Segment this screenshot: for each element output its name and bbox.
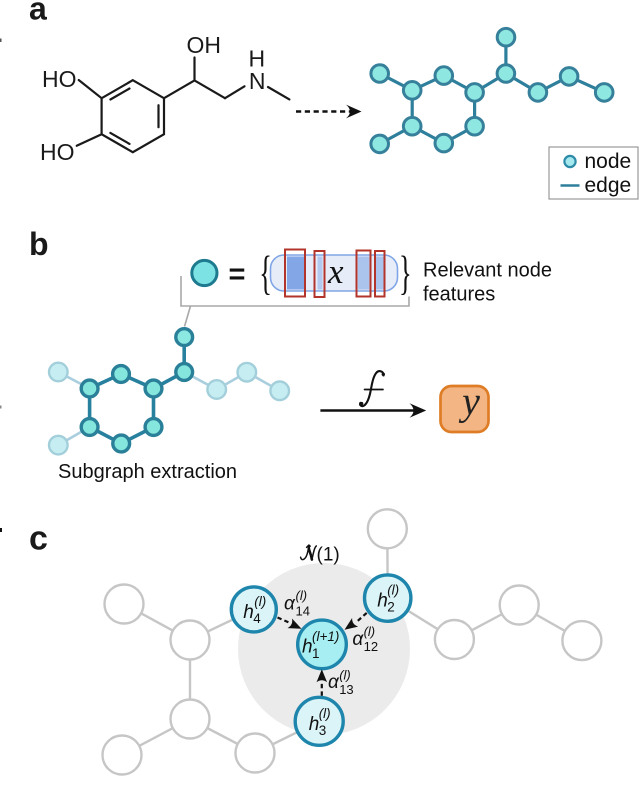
svg-text:α: α — [328, 672, 340, 693]
svg-text:y: y — [458, 379, 480, 424]
svg-text:h: h — [243, 602, 254, 623]
svg-text:h: h — [302, 636, 313, 657]
svg-text:α: α — [284, 594, 296, 615]
svg-text:a: a — [29, 0, 47, 27]
svg-text:}: } — [399, 246, 412, 299]
svg-text:α: α — [352, 629, 364, 650]
svg-text:{: { — [259, 246, 272, 299]
svg-text:12: 12 — [364, 639, 378, 654]
svg-text:14: 14 — [296, 604, 310, 619]
svg-text:3: 3 — [319, 723, 327, 738]
svg-text:(l): (l) — [339, 668, 351, 683]
svg-text:2: 2 — [387, 600, 395, 615]
svg-text:1: 1 — [312, 646, 320, 661]
svg-text:(1): (1) — [317, 544, 340, 565]
svg-text:(l+1): (l+1) — [312, 629, 339, 644]
svg-text:(l): (l) — [387, 583, 399, 598]
svg-text:node: node — [585, 150, 632, 173]
svg-text:(l): (l) — [319, 706, 331, 721]
svg-text:h: h — [309, 714, 320, 735]
svg-text:HO: HO — [40, 139, 75, 165]
svg-text:features: features — [423, 284, 495, 306]
svg-text:c: c — [29, 520, 48, 558]
svg-text:13: 13 — [339, 682, 353, 697]
svg-text:H: H — [249, 46, 266, 72]
svg-text:=: = — [229, 259, 246, 291]
svg-text:HO: HO — [42, 66, 77, 92]
svg-text:b: b — [29, 226, 49, 262]
svg-text:Relevant node: Relevant node — [423, 260, 552, 282]
svg-text:(l): (l) — [254, 594, 266, 609]
svg-text:(l): (l) — [364, 624, 376, 639]
svg-text:Subgraph extraction: Subgraph extraction — [58, 461, 237, 483]
svg-text:N: N — [249, 68, 266, 94]
svg-text:h: h — [377, 591, 388, 612]
svg-text:x: x — [327, 252, 344, 291]
svg-text:4: 4 — [253, 611, 261, 626]
svg-text:(l): (l) — [296, 588, 308, 603]
svg-text:edge: edge — [585, 174, 632, 197]
svg-text:OH: OH — [187, 32, 222, 58]
